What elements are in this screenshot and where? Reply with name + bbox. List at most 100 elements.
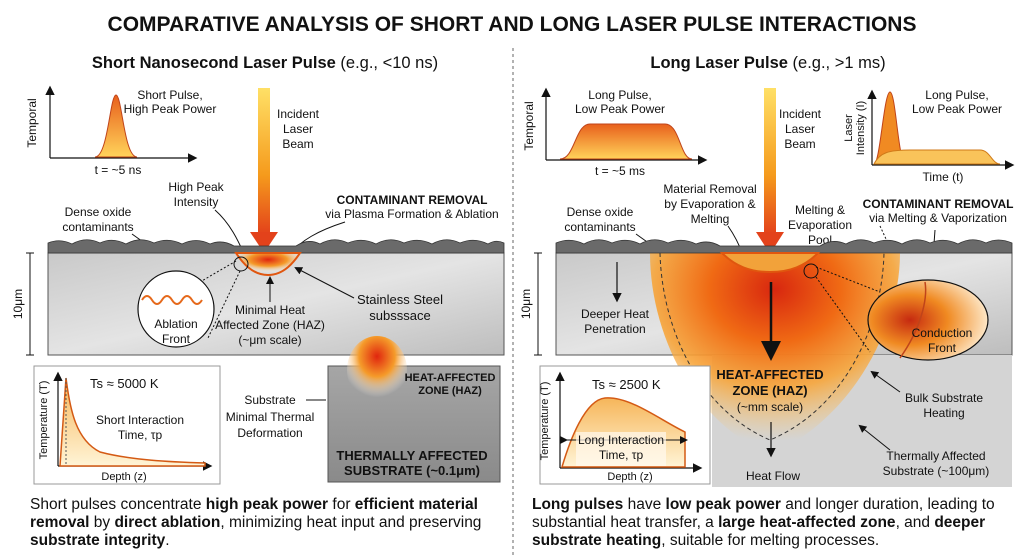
caption-emphasis: large heat-affected zone — [718, 514, 896, 531]
depth-axis-label: Depth (z) — [607, 471, 652, 483]
left-panel: Short Nanosecond Laser Pulse (e.g., <10 … — [11, 54, 505, 485]
pulse-label: Short Pulse, — [137, 88, 202, 102]
beam-label: Incident — [277, 107, 320, 121]
pool-label: Melting & — [795, 203, 845, 217]
caption-emphasis: Long pulses — [532, 496, 624, 513]
caption-emphasis: substrate integrity — [30, 532, 166, 549]
temp-axis-label: Temperature (T) — [38, 381, 50, 460]
left-caption-text: Short pulses concentrate high peak power… — [30, 496, 481, 549]
inset-haz-label: HEAT-AFFECTED — [405, 372, 496, 384]
ts-label: Ts ≈ 5000 K — [90, 376, 159, 391]
removal-subtitle: via Melting & Vaporization — [869, 211, 1007, 225]
removal-subtitle: via Plasma Formation & Ablation — [325, 207, 498, 221]
heat-flow-label: Heat Flow — [746, 469, 800, 483]
bulk-heating-label: Bulk Substrate — [905, 391, 983, 405]
ts-label: Ts ≈ 2500 K — [592, 377, 661, 392]
intensity-axis-label: Laser — [843, 114, 855, 142]
minimal-haz-label: Minimal Heat — [235, 303, 306, 317]
interaction-label: Short Interaction — [96, 413, 184, 427]
substrate-label: Minimal Thermal — [226, 410, 314, 424]
deeper-heat-label: Penetration — [584, 322, 645, 336]
oxide-layer — [47, 239, 505, 254]
conduction-front-zoom — [867, 279, 989, 361]
pulse-time-label: t = ~5 ns — [95, 163, 142, 177]
large-haz-label: HEAT-AFFECTED — [716, 367, 823, 382]
removal-title: CONTAMINANT REMOVAL — [863, 197, 1014, 211]
depth-axis-label: Depth (z) — [101, 471, 146, 483]
oxide-label: Dense oxide — [65, 205, 132, 219]
substrate-label: Substrate — [244, 393, 296, 407]
minimal-haz-label: Affected Zone (HAZ) — [215, 318, 325, 332]
oxide-label: contaminants — [62, 220, 133, 234]
beam-label: Laser — [785, 122, 815, 136]
pulse-label: High Peak Power — [124, 102, 217, 116]
substrate-label: Deformation — [237, 426, 302, 440]
left-heading: Short Nanosecond Laser Pulse (e.g., <10 … — [92, 54, 438, 72]
large-haz-label: (~mm scale) — [737, 400, 803, 414]
evaporation-label: Melting — [691, 212, 730, 226]
pulse-label: Low Peak Power — [575, 102, 665, 116]
removal-title: CONTAMINANT REMOVAL — [337, 193, 488, 207]
right-pulse-graph: Temporal Long Pulse, Low Peak Power t = … — [522, 87, 708, 178]
melt-pool — [719, 252, 821, 274]
right-caption: Long pulses have low peak power and long… — [532, 496, 1008, 550]
caption-text: . — [165, 532, 170, 549]
caption-text: , suitable for melting processes. — [661, 532, 880, 549]
beam-label: Beam — [282, 137, 313, 151]
caption-emphasis: direct ablation — [114, 514, 221, 531]
interaction-label: Time, τp — [599, 448, 644, 462]
thermally-affected-label: Thermally Affected — [886, 449, 985, 463]
inset-substrate-label: SUBSTRATE (~0.1μm) — [344, 463, 480, 478]
short-temp-curve — [59, 377, 206, 467]
evaporation-label: by Evaporation & — [664, 197, 755, 211]
right-panel: Long Laser Pulse (e.g., >1 ms) Temporal … — [519, 54, 1015, 487]
inset-pulse-label: Low Peak Power — [912, 102, 1002, 116]
caption-emphasis: efficient material removal — [30, 496, 478, 531]
oxide-label: Dense oxide — [567, 205, 634, 219]
ablation-crater — [234, 252, 302, 277]
caption-text: , minimizing heat input and preserving — [220, 514, 482, 531]
caption-text: for — [328, 496, 355, 513]
deeper-heat-label: Deeper Heat — [581, 307, 650, 321]
long-pulse-curve — [559, 123, 693, 160]
intensity-axis-label: Intensity (I) — [855, 101, 867, 155]
temporal-axis-label: Temporal — [25, 98, 39, 147]
bulk-heating-label: Heating — [923, 406, 964, 420]
right-caption-text: Long pulses have low peak power and long… — [532, 496, 995, 549]
caption-text: by — [89, 514, 115, 531]
minimal-haz-label: (~μm scale) — [238, 333, 301, 347]
evaporation-label: Material Removal — [663, 182, 756, 196]
short-pulse-curve — [94, 94, 138, 158]
main-title: COMPARATIVE ANALYSIS OF SHORT AND LONG L… — [108, 13, 917, 36]
steel-label: subsssace — [369, 308, 430, 323]
caption-text: have — [623, 496, 666, 513]
caption-text: and longer duration, leading to substant… — [532, 496, 995, 531]
laser-beam — [764, 88, 776, 234]
caption-text: Short pulses concentrate — [30, 496, 206, 513]
thickness-label: 10μm — [519, 289, 533, 319]
left-haz-inset: HEAT-AFFECTED ZONE (HAZ) THERMALLY AFFEC… — [327, 336, 501, 483]
pulse-label: Long Pulse, — [588, 88, 651, 102]
temporal-axis-label: Temporal — [522, 101, 536, 150]
right-temperature-graph: Temperature (T) Ts ≈ 2500 K Long Interac… — [539, 365, 711, 485]
caption-emphasis: deeper substrate heating — [532, 514, 986, 549]
oxide-layer — [555, 239, 1013, 254]
inset-substrate-label: THERMALLY AFFECTED — [336, 448, 487, 463]
thickness-label: 10μm — [11, 289, 25, 319]
beam-label: Beam — [784, 137, 815, 151]
ablation-label: Ablation — [154, 317, 197, 331]
conduction-label: Conduction — [912, 326, 973, 340]
ablation-label: Front — [162, 332, 191, 346]
interaction-label: Time, τp — [118, 428, 163, 442]
laser-beam-arrowhead — [250, 232, 278, 253]
thermally-affected-label: Substrate (~100μm) — [883, 464, 990, 478]
laser-beam — [258, 88, 270, 234]
temp-axis-label: Temperature (T) — [539, 382, 551, 461]
inset-pulse-label: Long Pulse, — [925, 88, 988, 102]
steel-label: Stainless Steel — [357, 292, 443, 307]
left-temperature-graph: Temperature (T) Ts ≈ 5000 K Short Intera… — [33, 365, 221, 485]
caption-emphasis: low peak power — [665, 496, 781, 513]
oxide-label: contaminants — [564, 220, 635, 234]
